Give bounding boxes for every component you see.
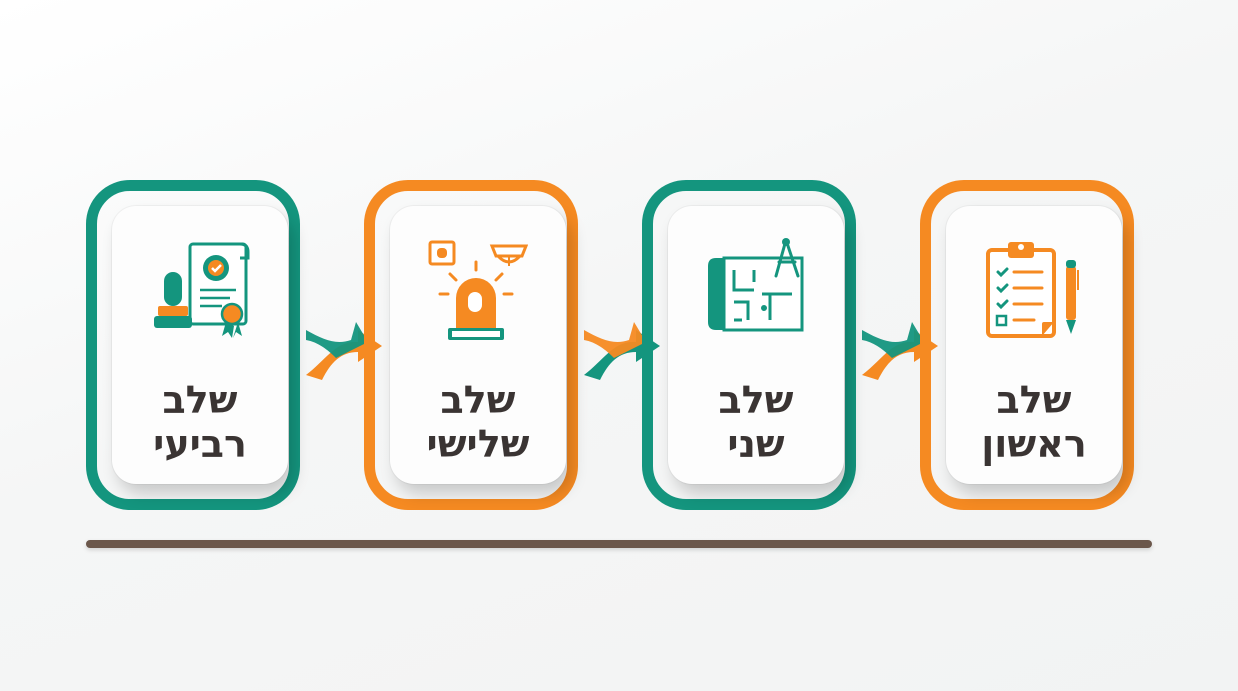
step-2-title: שלב bbox=[718, 378, 794, 422]
step-1-title: שלב bbox=[996, 378, 1072, 422]
step-4-subtitle: רביעי bbox=[153, 422, 247, 466]
step-2-frame bbox=[642, 180, 856, 510]
step-4-frame bbox=[86, 180, 300, 510]
step-card-3: שלב שלישי bbox=[390, 206, 566, 484]
fire-alarm-icon bbox=[428, 240, 528, 340]
clipboard-checklist-icon bbox=[986, 242, 1079, 338]
timeline-baseline bbox=[86, 540, 1152, 548]
step-2-subtitle: שני bbox=[727, 422, 785, 466]
arrow-connector-3 bbox=[862, 322, 938, 380]
step-3-frame bbox=[364, 180, 578, 510]
stamp-certificate-icon bbox=[154, 242, 250, 338]
step-3-title: שלב bbox=[440, 378, 516, 422]
arrow-connector-2 bbox=[584, 322, 660, 380]
step-1-subtitle: ראשון bbox=[981, 422, 1087, 466]
step-card-2: שלב שני bbox=[668, 206, 844, 484]
step-1-frame bbox=[920, 180, 1134, 510]
blueprint-icon bbox=[708, 238, 804, 332]
step-3-subtitle: שלישי bbox=[426, 422, 530, 466]
step-4-title: שלב bbox=[162, 378, 238, 422]
step-card-4: שלב רביעי bbox=[112, 206, 288, 484]
arrow-connector-1 bbox=[306, 322, 382, 380]
step-card-1: שלב ראשון bbox=[946, 206, 1122, 484]
